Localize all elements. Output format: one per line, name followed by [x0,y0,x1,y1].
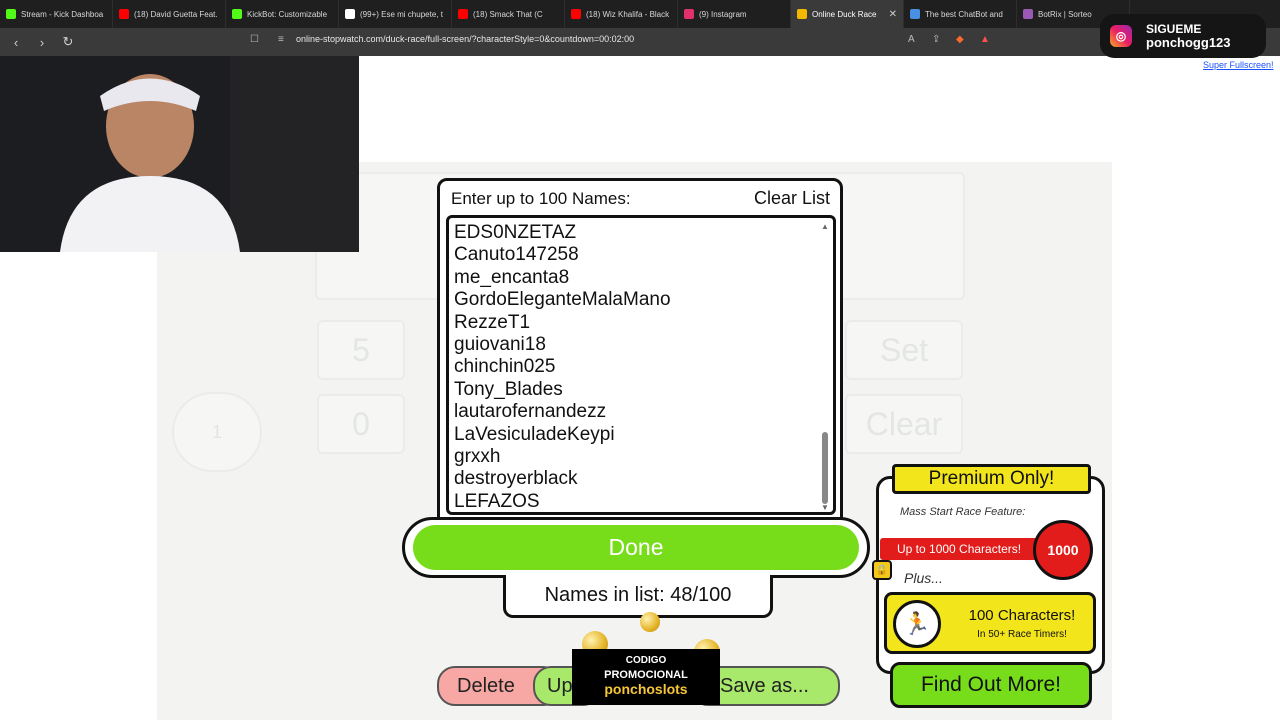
stopwatch-icon [797,9,807,19]
name-entry: Canuto147258 [454,244,579,266]
runner-icon: 🏃 [893,600,941,648]
promo-code: ponchoslots [604,681,688,697]
names-count: Names in list: 48/100 [503,575,773,618]
name-entry: lautarofernandezz [454,401,607,423]
follow-label: SIGUEME [1146,22,1202,36]
browser-tab[interactable]: Stream - Kick Dashboa [0,0,113,28]
scrollbar[interactable]: ▲ ▼ [820,222,830,512]
promo-code-overlay: CODIGO PROMOCIONAL ponchoslots [572,649,720,705]
mass-start-label: Mass Start Race Feature: [900,506,1026,518]
name-entry: Tony_Blades [454,378,563,400]
browser-tab[interactable]: (9) Instagram [678,0,791,28]
names-modal: Enter up to 100 Names: Clear List EDS0NZ… [437,178,843,530]
scroll-up-icon[interactable]: ▲ [821,222,829,231]
faded-tile: 5 [317,320,405,380]
address-bar: ‹ › ↻ ☐ ≡ online-stopwatch.com/duck-race… [0,28,1280,56]
done-label: Done [413,525,859,570]
youtube-icon [119,9,129,19]
faded-tile: 0 [317,394,405,454]
faded-tile: Set [845,320,963,380]
premium-title: Premium Only! [892,464,1091,494]
names-textarea[interactable]: EDS0NZETAZ Canuto147258 me_encanta8 Gord… [446,215,836,515]
forward-icon[interactable]: › [39,34,45,50]
back-icon[interactable]: ‹ [13,34,19,50]
super-fullscreen-link[interactable]: Super Fullscreen! [1203,60,1274,70]
characters-bar: Up to 1000 Characters! [880,538,1040,560]
clear-list-button[interactable]: Clear List [753,188,830,208]
instagram-icon [684,9,694,19]
faded-tile: Clear [845,394,963,454]
instagram-icon: ◎ [1110,25,1132,47]
lock-icon: 🔒 [872,560,892,580]
browser-tab[interactable]: KickBot: Customizable [226,0,339,28]
rewards-icon[interactable]: ▲ [980,34,990,45]
name-entry: grxxh [454,446,501,468]
tiktok-icon [345,9,355,19]
hundred-title: 100 Characters! [968,607,1076,624]
name-entry: GordoEleganteMalaMano [454,289,671,311]
modal-title: Enter up to 100 Names: [451,189,631,208]
name-entry: RezzeT1 [454,311,531,333]
save-as-button[interactable]: Save as... [690,666,840,706]
reload-icon[interactable]: ↻ [62,34,74,49]
browser-tab-bar: Stream - Kick Dashboa (18) David Guetta … [0,0,1280,28]
name-entry: LEFAZOS [454,490,540,512]
name-entry: me_encanta8 [454,266,570,288]
names-list: EDS0NZETAZ Canuto147258 me_encanta8 Gord… [454,222,671,512]
name-entry: chinchin025 [454,356,556,378]
find-out-more-button[interactable]: Find Out More! [890,662,1092,708]
name-entry: destroyerblack [454,468,578,490]
coin-icon [640,612,660,632]
close-icon[interactable]: ✕ [888,8,897,20]
browser-tab[interactable]: (18) Smack That (C [452,0,565,28]
hundred-characters-box: 🏃 100 Characters! In 50+ Race Timers! [884,592,1096,654]
name-entry: LaVesiculadeKeypi [454,423,615,445]
youtube-icon [458,9,468,19]
hundred-subtitle: In 50+ Race Timers! [977,629,1067,640]
name-entry: guiovani18 [454,334,546,356]
browser-tab[interactable]: The best ChatBot and [904,0,1017,28]
bookmark-icon[interactable]: ☐ [250,34,259,45]
site-info-icon[interactable]: ≡ [278,34,284,45]
browser-tab-active[interactable]: Online Duck Race✕ [791,0,904,28]
chatbot-icon [910,9,920,19]
webcam-overlay [0,56,359,252]
instagram-handle: ponchogg123 [1146,35,1231,50]
translate-icon[interactable]: A [908,34,915,45]
name-entry: EDS0NZETAZ [454,222,577,243]
scrollbar-thumb[interactable] [822,432,828,504]
share-icon[interactable]: ⇪ [932,34,941,45]
browser-tab[interactable]: (18) Wiz Khalifa - Black [565,0,678,28]
kick-icon [6,9,16,19]
url-field[interactable]: online-stopwatch.com/duck-race/full-scre… [296,34,635,44]
faded-duck: 1 [172,392,262,472]
done-button[interactable]: Done [402,517,870,578]
botrix-icon [1023,9,1033,19]
scroll-down-icon[interactable]: ▼ [821,503,829,512]
browser-tab[interactable]: (99+) Ese mi chupete, t [339,0,452,28]
kick-icon [232,9,242,19]
plus-label: Plus... [904,570,943,586]
streamer-image [0,56,359,252]
browser-tab[interactable]: (18) David Guetta Feat. [113,0,226,28]
instagram-follow-overlay: ◎ SIGUEME ponchogg123 [1100,14,1266,58]
youtube-icon [571,9,581,19]
promo-line: CODIGO [625,655,667,666]
promo-line: PROMOCIONAL [604,669,688,681]
brave-shield-icon[interactable]: ◆ [956,34,964,45]
characters-badge: 1000 [1033,520,1093,580]
